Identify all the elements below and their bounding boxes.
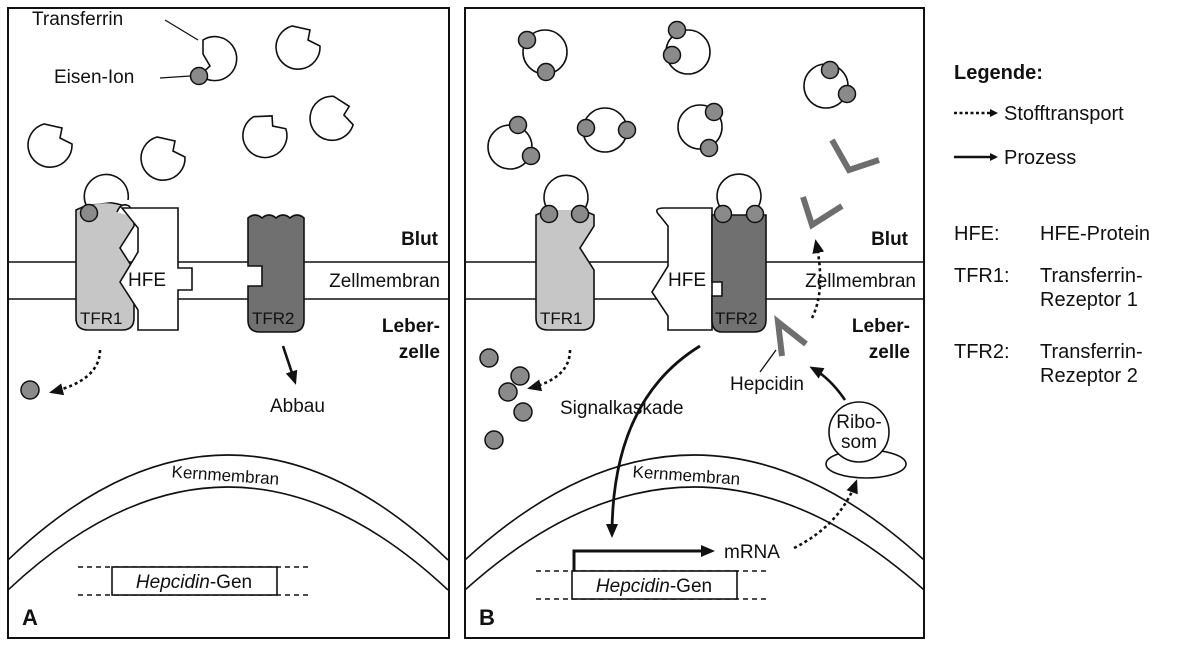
iron-ion-icon xyxy=(498,382,518,402)
hepcidin-icon xyxy=(800,196,844,230)
iron-ion-icon xyxy=(484,430,504,450)
tfr1-receptor xyxy=(75,201,135,331)
membrane-label: Zellmembran xyxy=(329,271,440,292)
abbr-tfr1-def-1: Transferrin- xyxy=(1040,265,1143,287)
abbr-tfr1: TFR1: xyxy=(954,265,1010,287)
transferrin-full-icon xyxy=(576,107,637,153)
panel-a: Transferrin Eisen-Ion TFR1 HFE TFR2 Abba… xyxy=(7,7,450,639)
tfr1-label: TFR1 xyxy=(540,309,583,328)
transferrin-full-icon xyxy=(517,29,568,82)
liver-cell-label-1: Leber- xyxy=(382,316,440,337)
tfr2-receptor xyxy=(247,214,305,333)
tfr2-label: TFR2 xyxy=(252,309,295,328)
ribosome-icon xyxy=(825,401,907,479)
blood-label: Blut xyxy=(871,229,909,250)
abbr-hfe-def: HFE-Protein xyxy=(1040,223,1150,245)
degradation-arrow xyxy=(281,345,298,385)
tfr2-receptor xyxy=(711,214,767,333)
transcription-arrow xyxy=(572,545,715,571)
membrane-label: Zellmembran xyxy=(805,271,916,292)
ribosome-label-2: som xyxy=(841,432,877,453)
legend: Legende: Stofftransport Prozess HFE: HFE… xyxy=(954,62,1150,387)
abbr-tfr2: TFR2: xyxy=(954,341,1010,363)
hfe-protein xyxy=(651,207,713,331)
hfe-label: HFE xyxy=(128,270,166,291)
panel-b: TFR1 HFE TFR2 Signalkaskade Ribo- som xyxy=(464,7,925,639)
hepcidin-icon xyxy=(774,315,808,357)
hepcidin-label: Hepcidin xyxy=(730,374,804,395)
iron-ion-icon xyxy=(189,66,209,86)
abbr-hfe: HFE: xyxy=(954,223,1000,245)
hfe-label: HFE xyxy=(668,270,706,291)
hepcidin-gene-label: Hepcidin-Gen xyxy=(136,572,252,593)
liver-cell-label-2: zelle xyxy=(869,342,910,363)
tfr2-label: TFR2 xyxy=(715,309,758,328)
iron-transport-arrow xyxy=(527,349,572,392)
degradation-label: Abbau xyxy=(270,396,325,417)
panel-a-letter: A xyxy=(22,605,38,630)
transferrin-label: Transferrin xyxy=(32,9,123,30)
abbr-tfr1-def-2: Rezeptor 1 xyxy=(1040,289,1138,311)
legend-title: Legende: xyxy=(954,62,1043,84)
blood-label: Blut xyxy=(401,229,439,250)
transferrin-full-icon xyxy=(487,115,541,170)
mrna-label: mRNA xyxy=(724,542,780,563)
iron-ion-icon xyxy=(510,366,530,386)
iron-ion-icon xyxy=(20,380,40,400)
liver-cell-label-1: Leber- xyxy=(852,316,910,337)
iron-ion-icon xyxy=(513,402,533,422)
transferrin-full-icon xyxy=(662,20,711,75)
panel-b-letter: B xyxy=(479,605,495,630)
iron-transport-arrow xyxy=(49,349,102,396)
abbr-tfr2-def-1: Transferrin- xyxy=(1040,341,1143,363)
transferrin-bound-icon xyxy=(716,173,762,211)
signal-cascade-arrow xyxy=(606,344,701,538)
nuclear-membrane-a xyxy=(9,454,448,561)
abbr-tfr2-def-2: Rezeptor 2 xyxy=(1040,365,1138,387)
hepcidin-gene-label: Hepcidin-Gen xyxy=(596,576,712,597)
iron-ion-icon xyxy=(479,348,499,368)
iron-ion-icon xyxy=(79,203,99,223)
liver-cell-label-2: zelle xyxy=(399,342,440,363)
hepcidin-secretion-arrow xyxy=(810,239,825,319)
hfe-protein xyxy=(119,207,193,331)
iron-ion-label: Eisen-Ion xyxy=(54,67,134,88)
transferrin-full-icon xyxy=(677,102,724,158)
hepcidin-synthesis-arrow xyxy=(809,366,847,401)
transport-legend-label: Stofftransport xyxy=(1004,103,1124,125)
hepcidin-gene-b xyxy=(571,570,738,600)
tfr1-label: TFR1 xyxy=(80,309,123,328)
transferrin-bound-icon xyxy=(83,173,130,206)
ribosome-label-1: Ribo- xyxy=(836,412,881,433)
transferrin-full-icon xyxy=(803,60,857,109)
transferrin-bound-icon xyxy=(543,174,589,211)
nuclear-membrane-b xyxy=(466,454,923,561)
signal-cascade-label: Signalkaskade xyxy=(560,398,684,419)
hepcidin-gene-a xyxy=(111,566,278,596)
hepcidin-icon xyxy=(829,138,880,174)
process-legend-label: Prozess xyxy=(1004,147,1076,169)
